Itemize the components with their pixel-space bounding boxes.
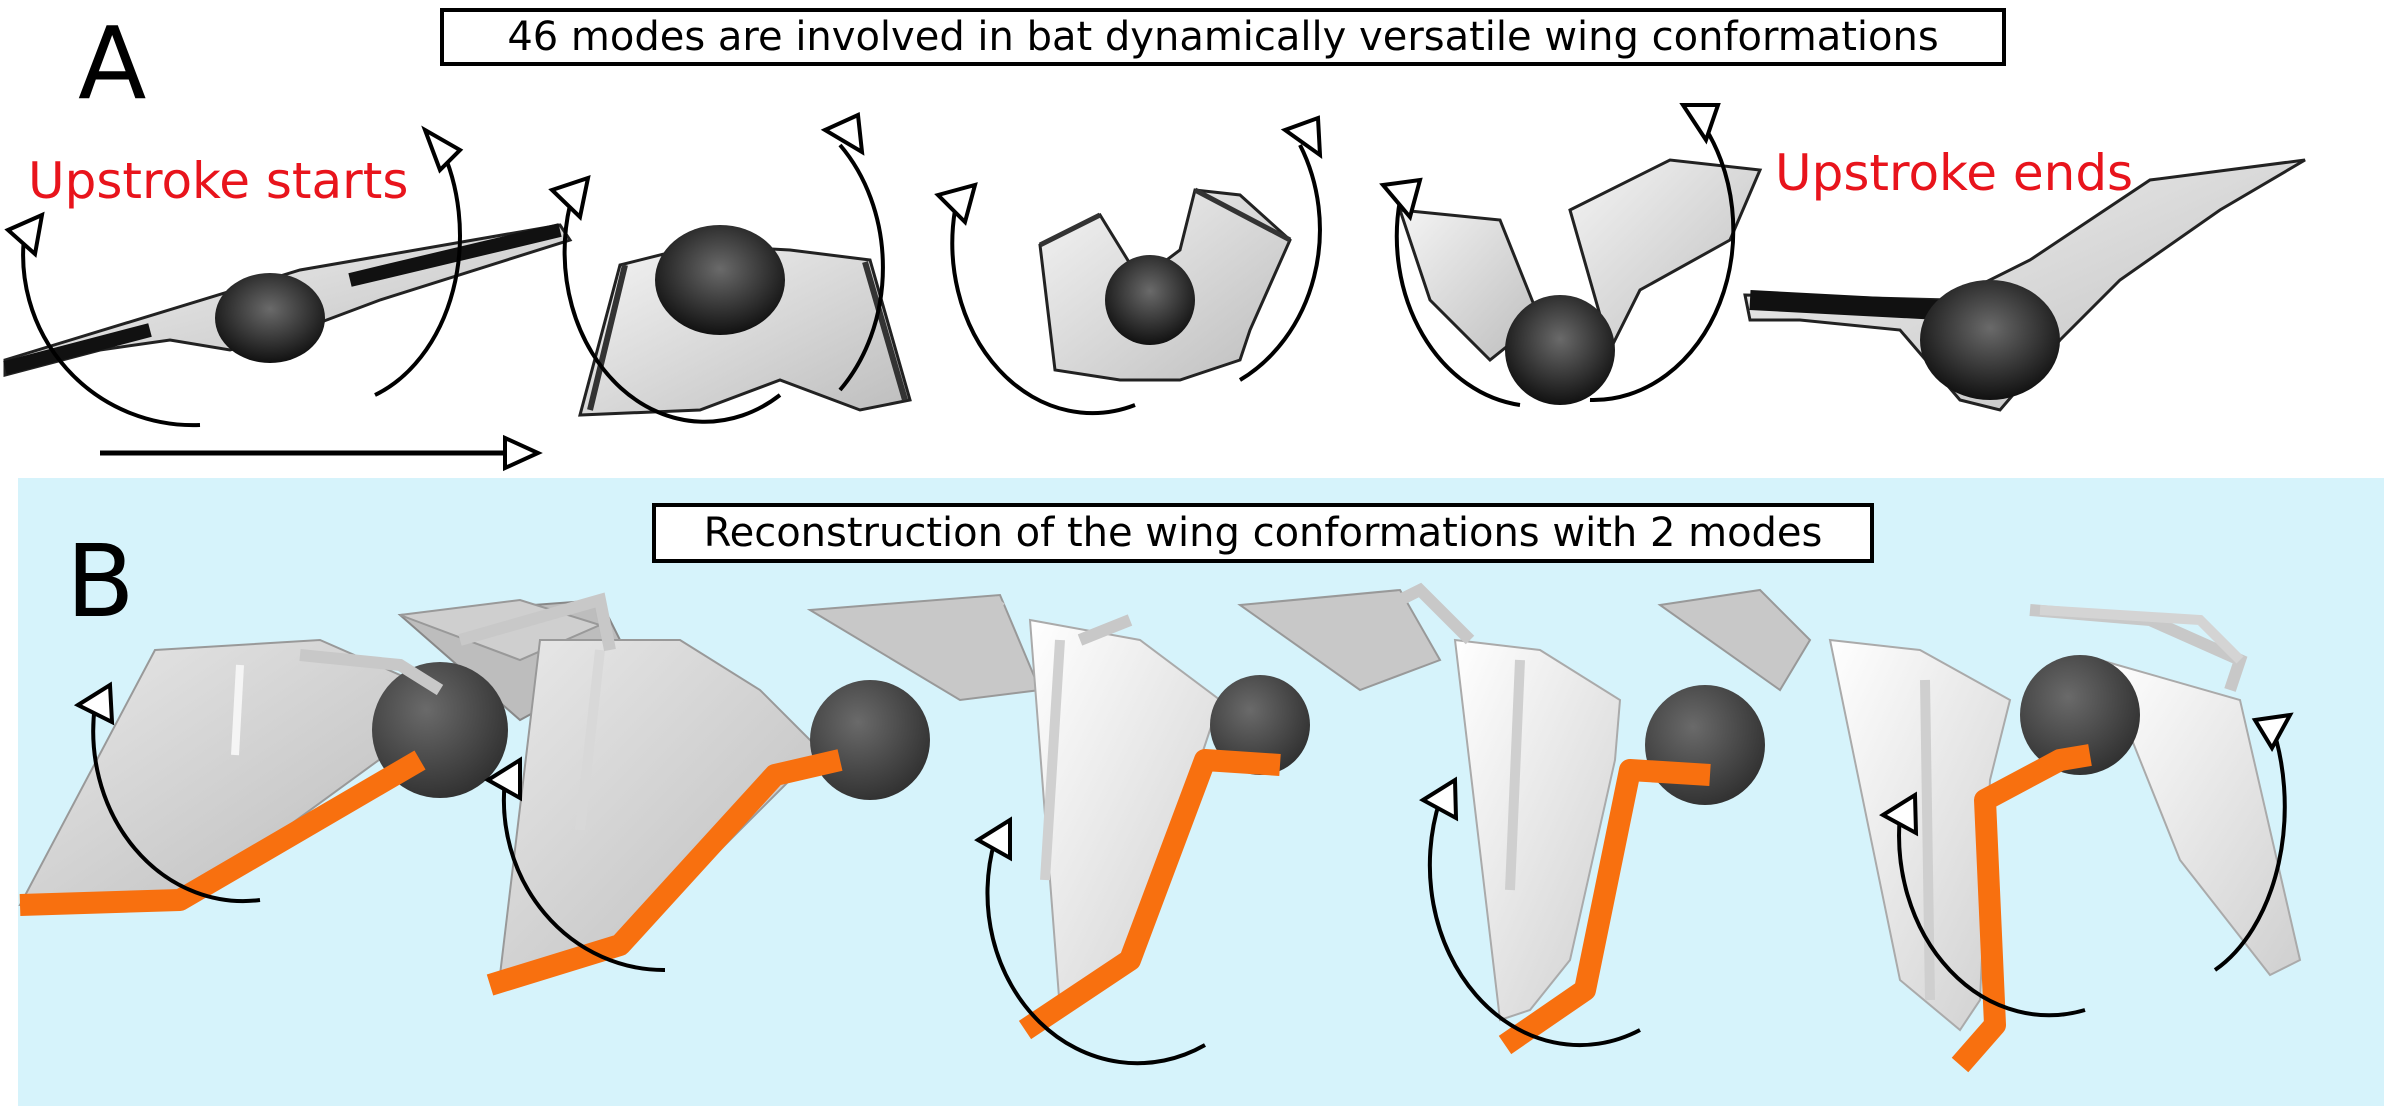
bat-photo-3 — [1038, 187, 1292, 382]
panel-a-title: 46 modes are involved in bat dynamically… — [440, 8, 2006, 66]
bat-photo-2 — [578, 225, 912, 417]
panel-b-arrowheads — [73, 681, 2294, 862]
label-upstroke-starts: Upstroke starts — [28, 152, 409, 210]
panel-a-arrowheads — [4, 103, 1721, 258]
panel-b-title: Reconstruction of the wing conformations… — [652, 503, 1874, 563]
robot-wing-2 — [399, 592, 930, 996]
bat-photo-5 — [1743, 158, 2306, 412]
panel-a-letter: A — [78, 5, 147, 122]
bat-photo-1 — [3, 223, 573, 377]
time-direction-arrow — [100, 434, 543, 472]
robot-wing-3 — [806, 593, 1310, 1040]
panel-b-letter: B — [66, 523, 135, 640]
label-upstroke-ends: Upstroke ends — [1775, 144, 2134, 202]
bat-photo-4 — [1397, 158, 1763, 405]
panel-a-rotation-arrows — [21, 118, 1736, 428]
panel-b-rotation-arrows — [91, 704, 2287, 1066]
robot-wing-4 — [1237, 582, 1765, 1055]
